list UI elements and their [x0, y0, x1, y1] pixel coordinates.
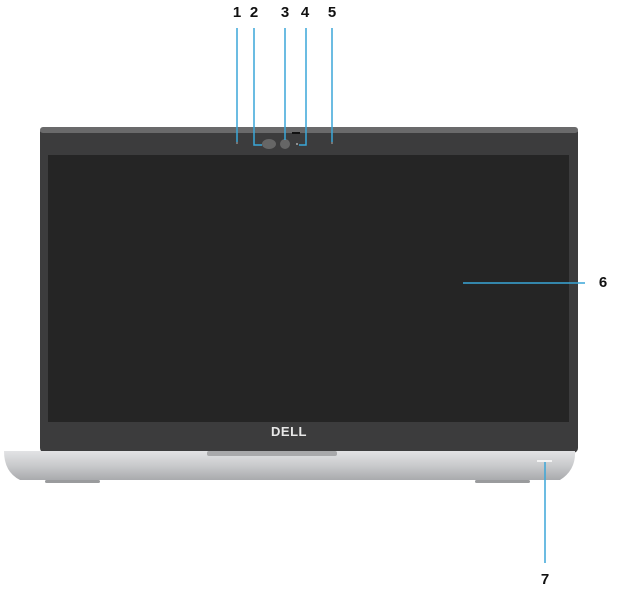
- callout-label-2: 2: [249, 4, 259, 21]
- hinge-notch: [207, 451, 337, 456]
- display-screen: [48, 155, 569, 422]
- ir-camera: [262, 139, 276, 149]
- power-status-light: [537, 460, 552, 462]
- dell-logo: DELL: [271, 424, 307, 439]
- callout-label-4: 4: [300, 4, 310, 21]
- foot-right: [475, 480, 530, 483]
- camera-status-light: [296, 143, 298, 145]
- microphone-right: [331, 142, 333, 144]
- callout-label-5: 5: [327, 4, 337, 21]
- laptop-base: [4, 451, 576, 480]
- callout-label-6: 6: [598, 274, 608, 291]
- camera: [280, 139, 290, 149]
- callout-line-4: [299, 28, 307, 146]
- callout-label-7: 7: [540, 571, 550, 588]
- camera-shutter-slot: [292, 132, 300, 134]
- top-bezel-highlight: [40, 127, 578, 133]
- callout-line-2: [253, 28, 262, 146]
- callout-label-3: 3: [280, 4, 290, 21]
- foot-left: [45, 480, 100, 483]
- callout-label-1: 1: [232, 4, 242, 21]
- microphone-left: [236, 142, 238, 144]
